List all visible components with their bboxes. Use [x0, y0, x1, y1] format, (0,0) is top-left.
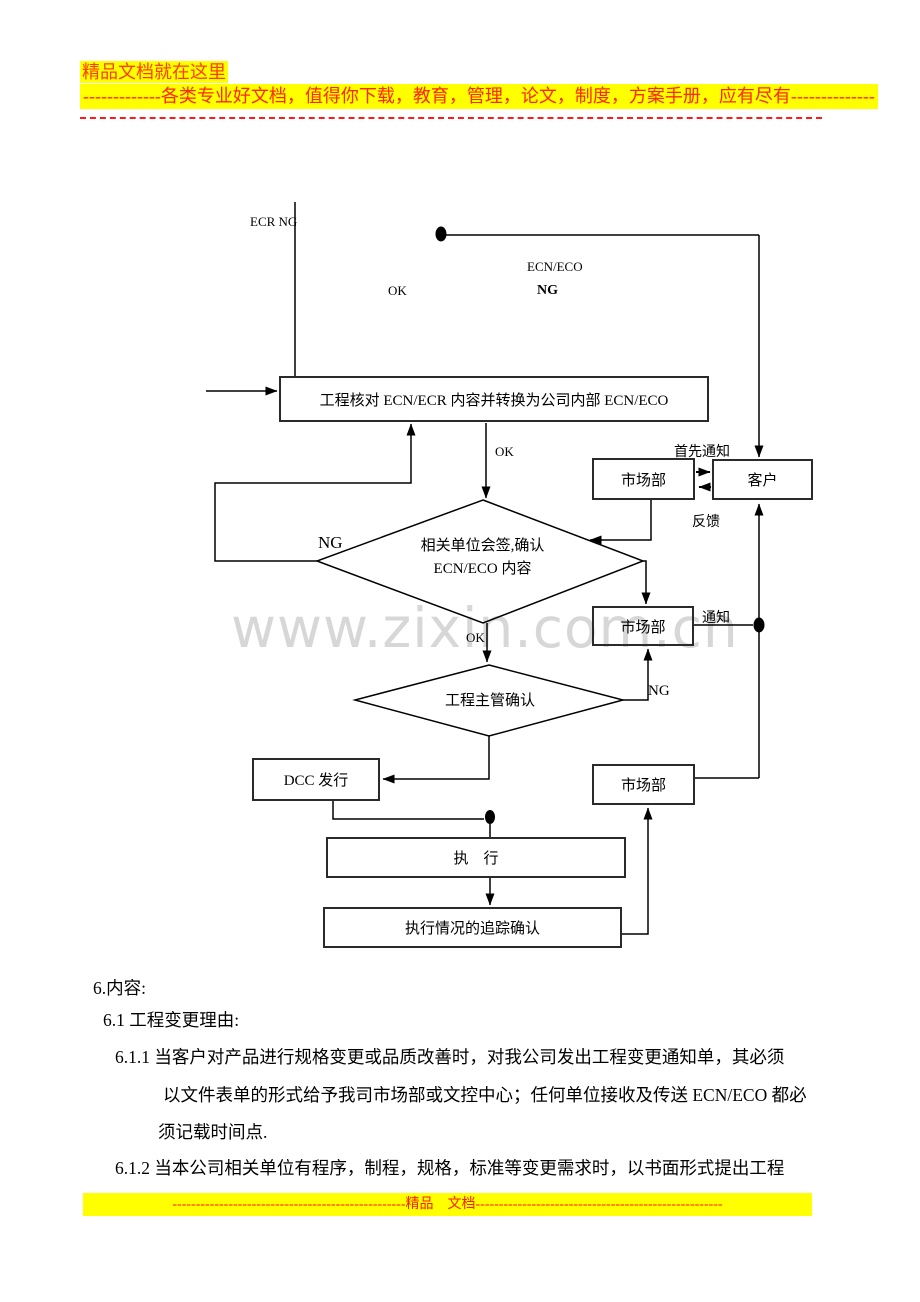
body-line-6-content: 6.内容:: [93, 978, 146, 998]
label-ng-top: NG: [537, 283, 558, 298]
flow-box-execute: 执 行: [326, 837, 626, 878]
label-ok-d1: OK: [466, 630, 485, 645]
body-line-6-1-1: 6.1.1 当客户对产品进行规格变更或品质改善时，对我公司发出工程变更通知单，其…: [115, 1047, 785, 1067]
header-highlight-line1: 精品文档就在这里: [80, 61, 228, 83]
body-line-6-1-2: 6.1.2 当本公司相关单位有程序，制程，规格，标准等变更需求时，以书面形式提出…: [115, 1158, 785, 1178]
flow-box-trace-confirm: 执行情况的追踪确认: [323, 907, 622, 948]
label-ok-mid: OK: [495, 444, 514, 459]
diamond-supervisor-text: 工程主管确认: [444, 693, 535, 709]
flow-box-marketing-1: 市场部: [592, 458, 695, 500]
flow-box-customer: 客户: [712, 459, 813, 500]
junction-dot-dcc: [485, 810, 495, 824]
label-ecn-eco: ECN/ECO: [527, 259, 583, 274]
flow-box-dcc-issue: DCC 发行: [252, 758, 380, 801]
connector-d1-right-drop: [641, 560, 651, 605]
decision-diamond-supervisor: [352, 664, 626, 737]
flowchart-canvas: [206, 202, 765, 935]
label-notify: 通知: [702, 611, 730, 626]
diamond-countersign-text: 相关单位会签,确认 ECN/ECO 内容: [360, 535, 605, 581]
connector-d2-to-dcc: [382, 736, 490, 784]
header-highlight-line2: -------------各类专业好文档，值得你下载，教育，管理，论文，制度，方…: [80, 84, 878, 109]
label-feedback: 反馈: [692, 515, 720, 530]
diamond-countersign-line2: ECN/ECO 内容: [433, 561, 532, 577]
header-dashed-divider: [80, 117, 822, 119]
connector-feedback-path: [589, 500, 652, 545]
diamond-countersign-line1: 相关单位会签,确认: [420, 538, 545, 554]
footer-highlight-bar: ----------------------------------------…: [83, 1193, 812, 1216]
label-ng-d2: NG: [648, 683, 670, 699]
label-ng-d1: NG: [318, 533, 343, 552]
connector-trace-to-marketing3: [622, 807, 653, 935]
connector-ng-loop: [214, 423, 416, 562]
body-line-6-1-1-cont: 以文件表单的形式给予我司市场部或文控中心；任何单位接收及传送 ECN/ECO 都…: [163, 1085, 807, 1105]
connector-d2-ng-up: [623, 648, 653, 701]
connector-dcc-to-junction: [332, 801, 484, 820]
flow-box-marketing-3: 市场部: [592, 764, 695, 805]
label-ok-top: OK: [388, 283, 407, 298]
flow-box-engineering-check: 工程核对 ECN/ECR 内容并转换为公司内部 ECN/ECO: [279, 376, 709, 422]
junction-dot-rail: [753, 617, 765, 633]
flow-box-marketing-2: 市场部: [592, 606, 694, 646]
body-line-6-1-1-end: 须记载时间点.: [158, 1122, 268, 1142]
decision-diamond-countersign: [314, 499, 646, 624]
junction-dot-top: [435, 226, 447, 242]
label-first-notify: 首先通知: [674, 445, 730, 460]
body-line-6-1: 6.1 工程变更理由:: [103, 1010, 240, 1030]
label-ecr-ng: ECR NG: [250, 214, 298, 229]
